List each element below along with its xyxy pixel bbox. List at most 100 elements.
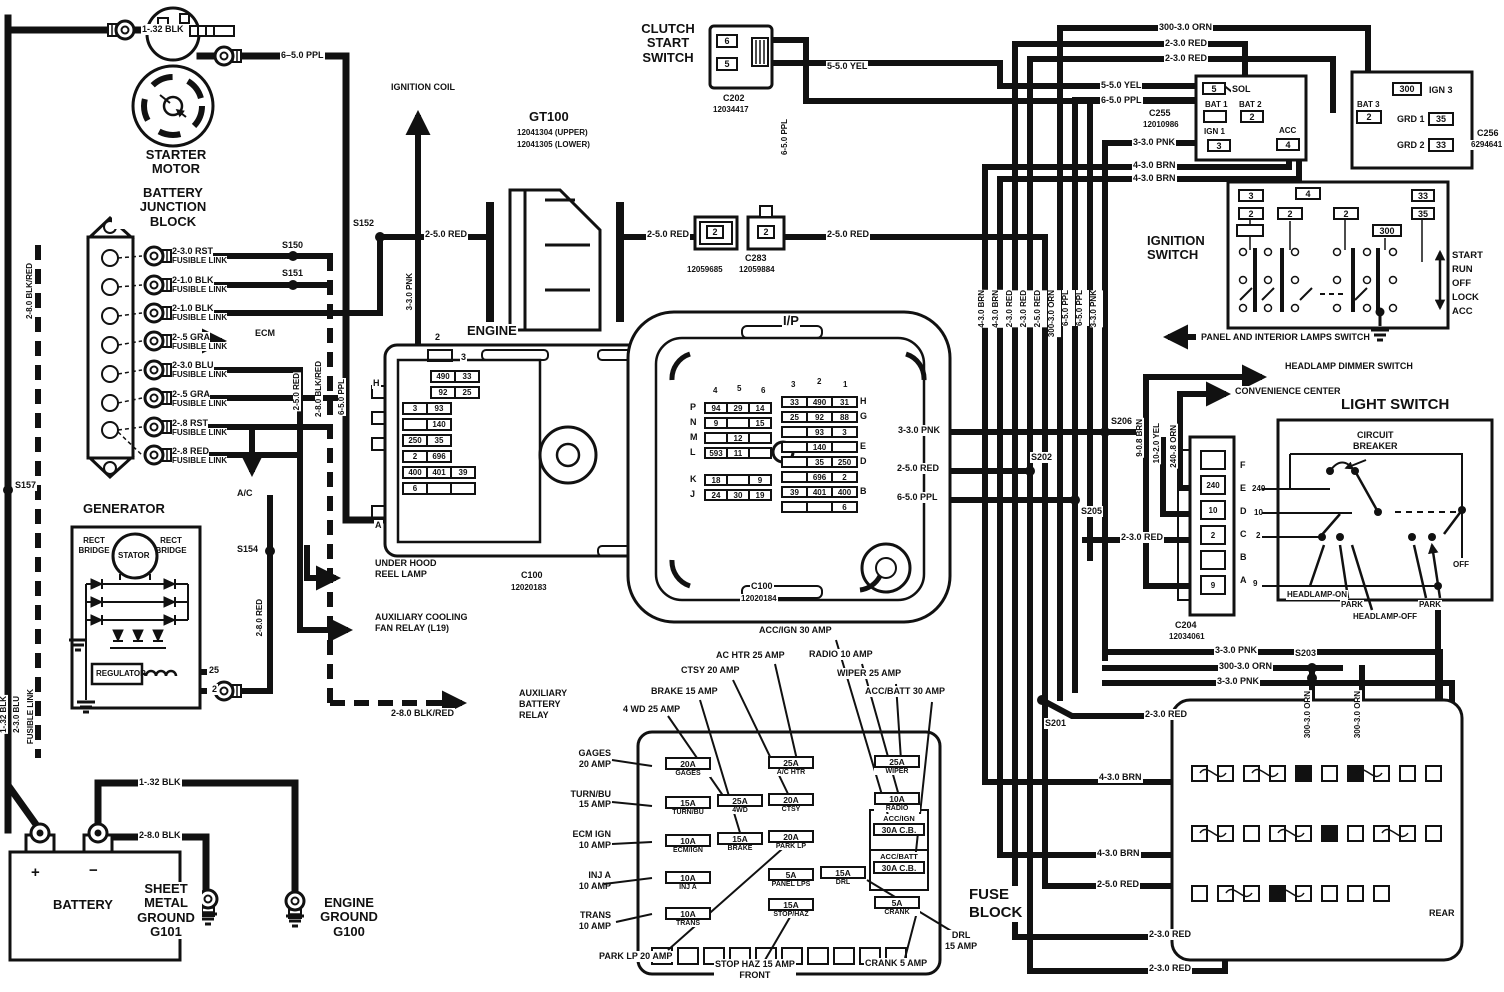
wire-label: 2-5.0 RED (646, 229, 691, 240)
ip-pin-row: M 12 (690, 432, 772, 444)
circuit-breaker-label: CIRCUIT BREAKER (1352, 430, 1399, 452)
wire-label: 6-5.0 PPL (1100, 95, 1143, 106)
ip-col-header: 2 (817, 377, 822, 386)
wire-label: 6-5.0 PPL (780, 118, 789, 157)
wire-label: 6-5.0 PPL (1061, 290, 1075, 327)
fuse-callout: AC HTR 25 AMP (715, 650, 786, 661)
wire-label: 10-2.0 YEL (1152, 422, 1161, 465)
generator-pin-25: 25 (208, 665, 221, 676)
splice-label: S151 (281, 268, 305, 279)
engine-pin-row: 6 (402, 482, 502, 495)
c256-grd2: GRD 2 (1396, 140, 1426, 151)
wire-label: 4-3.0 BRN (977, 290, 991, 328)
engine-letter-a: A (374, 520, 383, 531)
wire-label: 300-3.0 ORN (1353, 690, 1362, 740)
c204-cell: 10 (1200, 500, 1226, 520)
wire-label: 2-3.0 RED (1164, 38, 1209, 49)
wire-label: 3-3.0 PNK (1089, 290, 1103, 328)
c255-pin-bat1 (1203, 110, 1227, 123)
wire-label: 2-3.0 RED (1144, 709, 1189, 720)
wire-label: 4-3.0 BRN (1096, 848, 1141, 859)
engine-top-pin-2: 2 (434, 332, 442, 343)
fuse-callout: 4 WD 25 AMP (622, 704, 682, 715)
wire-label: 5-5.0 YEL (826, 61, 869, 72)
ign-terminal: 3 (1238, 189, 1264, 202)
gt100-bars (486, 188, 624, 332)
wire-label: 1-.32 BLK (138, 777, 182, 788)
pin-letter: E (1240, 483, 1247, 493)
fuse-callout: STOP HAZ 15 AMP FRONT (714, 959, 796, 981)
generator-pin-2: 2 (211, 684, 219, 695)
pin-letter: D (1240, 506, 1247, 516)
pin-num: 9 (1253, 579, 1258, 588)
c204-part: 12034061 (1168, 632, 1206, 642)
ip-col-header: 4 (713, 386, 718, 395)
ign-terminal: 35 (1411, 207, 1435, 220)
wire-label: 2-3.0 RED (1148, 963, 1193, 974)
light-switch-title: LIGHT SWITCH (1340, 396, 1451, 414)
wire-label: 300-3.0 ORN (1303, 690, 1312, 740)
wire-label: 2-5.0 RED (896, 463, 941, 474)
fuse-callout: CRANK 5 AMP (864, 958, 929, 969)
battery-title: BATTERY (53, 897, 113, 912)
ignition-position: ACC (1452, 306, 1483, 320)
battery-plus: + (31, 864, 40, 881)
switch-position: OFF (1452, 560, 1470, 570)
wire-label: 9-0.8 BRN (1135, 418, 1144, 458)
splice-label: S154 (236, 544, 260, 555)
c255-name: C255 (1148, 108, 1172, 119)
wire-label: 2-8.0 RED (255, 598, 264, 638)
wire-label: 3-3.0 PNK (1216, 676, 1261, 687)
ignition-switch-shape (1226, 180, 1450, 330)
ignition-switch-title: IGNITION SWITCH (1146, 233, 1206, 263)
pin-num: 2 (1256, 531, 1261, 540)
splice-label: S201 (1044, 718, 1068, 729)
wire-label: 2-8.0 BLK/RED (314, 360, 323, 419)
ac-destination: A/C (236, 488, 254, 499)
c204-name: C204 (1174, 620, 1198, 631)
clutch-start-switch-title: CLUTCH START SWITCH (628, 21, 708, 65)
switch-position: PARK (1340, 600, 1365, 610)
fan-relay-destination: AUXILIARY COOLING FAN RELAY (L19) (374, 612, 469, 634)
ign-terminal: 2 (1333, 207, 1359, 220)
c204-cell: 9 (1200, 575, 1226, 595)
ignition-coil-destination: IGNITION COIL (390, 82, 456, 93)
wire-label: 240-.8 ORN (1169, 424, 1178, 469)
wire-label: 2-8.0 BLK/RED (390, 708, 456, 719)
wire-label: 2-3.0 RED (1164, 53, 1209, 64)
splice-label: S202 (1030, 452, 1054, 463)
c256-pin-35: 35 (1428, 112, 1454, 126)
c283-name: C283 (744, 253, 768, 264)
c283-part-right: 12059884 (738, 265, 776, 275)
c255-pin-2: 2 (1240, 110, 1264, 123)
wire-label: 2-8.0 BLK/RED (25, 262, 34, 321)
fuse-callout: TURN/BU 15 AMP (570, 788, 612, 810)
c204-cell: 240 (1200, 475, 1226, 495)
splice-label: S157 (14, 480, 38, 491)
pin-letter: A (1240, 575, 1247, 585)
wire-label: 6–5.0 PPL (280, 50, 325, 61)
fuse-callout: ECM IGN 10 AMP (572, 829, 611, 850)
gt100-upper: 12041304 (UPPER) (516, 128, 589, 138)
wire-label: 4-3.0 BRN (1098, 772, 1143, 783)
